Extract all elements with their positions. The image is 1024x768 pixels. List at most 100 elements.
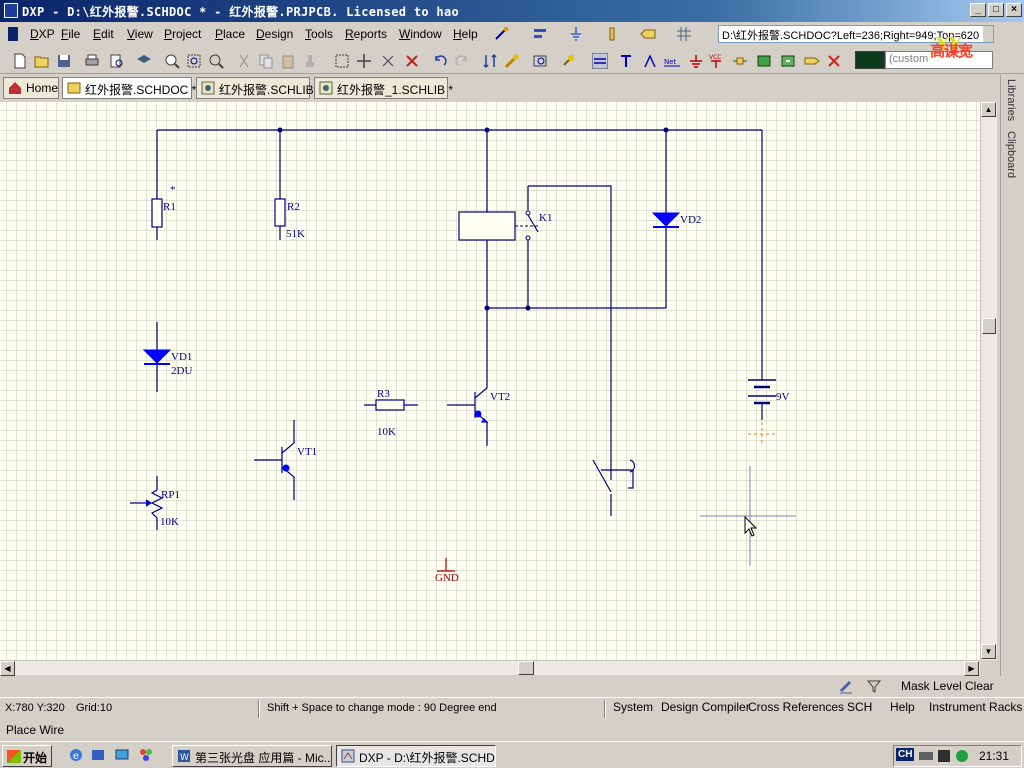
panel-button-help[interactable]: Help bbox=[890, 700, 915, 714]
k1-relay-coil[interactable] bbox=[458, 211, 540, 241]
hierarchy-icon[interactable] bbox=[482, 53, 498, 69]
vd1-designator[interactable]: VD1 bbox=[171, 351, 192, 363]
save-icon[interactable] bbox=[56, 53, 72, 69]
menu-project[interactable]: Project bbox=[164, 27, 202, 41]
layers-icon[interactable] bbox=[136, 53, 152, 69]
r2-designator[interactable]: R2 bbox=[287, 201, 300, 213]
mask-level-button[interactable]: Mask Level bbox=[901, 679, 962, 693]
menu-design[interactable]: Design bbox=[256, 27, 294, 41]
cut-icon[interactable] bbox=[236, 53, 252, 69]
taskbar-item-word[interactable]: W 第三张光盘 应用篇 - Mic... bbox=[172, 745, 332, 767]
battery-value[interactable]: 9V bbox=[776, 391, 790, 403]
clear-filter-icon[interactable] bbox=[404, 53, 420, 69]
k1-designator[interactable]: K1 bbox=[539, 212, 552, 224]
r3-value[interactable]: 10K bbox=[377, 426, 396, 438]
tab-schdoc[interactable]: 红外报警.SCHDOC * bbox=[62, 77, 196, 99]
place-bus-icon[interactable] bbox=[618, 53, 634, 69]
rp1-potentiometer[interactable] bbox=[130, 476, 164, 530]
horizontal-scrollbar[interactable]: ◀ ▶ bbox=[0, 660, 980, 676]
select-area-icon[interactable] bbox=[334, 53, 350, 69]
clear-button[interactable]: Clear bbox=[965, 679, 994, 693]
ie-browser-icon[interactable]: e bbox=[68, 747, 84, 763]
zoom-selected-icon[interactable] bbox=[208, 53, 224, 69]
rp1-designator[interactable]: RP1 bbox=[161, 489, 180, 501]
vt2-transistor[interactable] bbox=[447, 365, 489, 446]
paste-icon[interactable] bbox=[280, 53, 296, 69]
input-language-indicator[interactable]: CH bbox=[896, 748, 915, 761]
menu-tools[interactable]: Tools bbox=[305, 27, 334, 41]
gnd-label[interactable]: GND bbox=[435, 572, 459, 584]
browse-library-icon[interactable] bbox=[532, 53, 548, 69]
wiring-tools-icon[interactable] bbox=[494, 26, 510, 42]
place-no-erc-icon[interactable] bbox=[826, 53, 842, 69]
panel-button-sch[interactable]: SCH bbox=[847, 700, 873, 714]
r3-resistor[interactable] bbox=[364, 399, 418, 411]
place-wire-icon[interactable] bbox=[592, 53, 608, 69]
r2-resistor[interactable] bbox=[274, 198, 286, 240]
vt1-transistor[interactable] bbox=[254, 420, 295, 500]
maximize-button[interactable]: □ bbox=[988, 3, 1004, 17]
menu-reports[interactable]: Reports bbox=[345, 27, 388, 41]
tray-status-icon[interactable] bbox=[954, 748, 970, 764]
highlighter-icon[interactable] bbox=[838, 678, 854, 694]
menu-window[interactable]: Window bbox=[399, 27, 442, 41]
outlook-icon[interactable] bbox=[90, 747, 106, 763]
menu-view[interactable]: View bbox=[127, 27, 153, 41]
tray-keyboard-icon[interactable] bbox=[918, 748, 934, 764]
side-tab-clipboard[interactable]: Clipboard bbox=[1005, 131, 1017, 179]
place-bus-entry-icon[interactable] bbox=[642, 53, 658, 69]
filter-icon[interactable] bbox=[866, 678, 882, 694]
menu-place[interactable]: Place bbox=[215, 27, 246, 41]
zoom-fit-icon[interactable] bbox=[164, 53, 180, 69]
scroll-left-icon[interactable]: ◀ bbox=[0, 661, 15, 676]
place-part-icon[interactable] bbox=[732, 53, 748, 69]
vd2-diode[interactable] bbox=[651, 212, 681, 228]
component-icon[interactable] bbox=[604, 26, 620, 42]
scroll-right-icon[interactable]: ▶ bbox=[964, 661, 979, 676]
zoom-area-icon[interactable] bbox=[186, 53, 202, 69]
color-swatch[interactable] bbox=[855, 51, 885, 69]
start-button[interactable]: 开始 bbox=[2, 745, 52, 767]
battery-9v[interactable] bbox=[748, 379, 776, 420]
help-advisor-icon[interactable] bbox=[560, 53, 576, 69]
ports-icon[interactable] bbox=[640, 26, 656, 42]
vertical-scroll-thumb[interactable] bbox=[982, 318, 996, 334]
open-folder-icon[interactable] bbox=[34, 53, 50, 69]
k1-relay-contact[interactable] bbox=[525, 210, 539, 241]
menu-dxp[interactable]: DXP bbox=[30, 27, 55, 41]
gnd-power-port[interactable] bbox=[437, 558, 455, 572]
grid-icon[interactable] bbox=[676, 26, 692, 42]
vd1-photodiode[interactable] bbox=[142, 322, 172, 392]
place-sheet-entry-icon[interactable] bbox=[780, 53, 796, 69]
vd1-value[interactable]: 2DU bbox=[171, 365, 192, 377]
panel-button-system[interactable]: System bbox=[613, 700, 654, 714]
tray-network-icon[interactable] bbox=[936, 748, 952, 764]
align-tools-icon[interactable] bbox=[532, 26, 548, 42]
print-preview-icon[interactable] bbox=[108, 53, 124, 69]
quick-launch-app-icon[interactable] bbox=[138, 747, 154, 763]
place-ground-icon[interactable] bbox=[688, 53, 704, 69]
show-desktop-icon[interactable] bbox=[114, 747, 130, 763]
schematic-canvas[interactable]: R1 * R2 51K K1 VD2 VD1 2DU R3 10K VT2 VT… bbox=[0, 102, 980, 660]
tab-schlib[interactable]: 红外报警.SCHLIB bbox=[196, 77, 314, 99]
r1-designator[interactable]: R1 bbox=[163, 201, 176, 213]
print-icon[interactable] bbox=[84, 53, 100, 69]
r2-value[interactable]: 51K bbox=[286, 228, 305, 240]
menu-help[interactable]: Help bbox=[453, 27, 478, 41]
menu-edit[interactable]: Edit bbox=[93, 27, 114, 41]
panel-button-cross-references[interactable]: Cross References bbox=[748, 700, 845, 714]
horizontal-scroll-thumb[interactable] bbox=[518, 661, 534, 675]
scroll-down-icon[interactable]: ▼ bbox=[981, 644, 996, 659]
place-net-label-icon[interactable]: Net bbox=[664, 53, 680, 69]
redo-icon[interactable] bbox=[454, 53, 470, 69]
undo-icon[interactable] bbox=[432, 53, 448, 69]
vt2-designator[interactable]: VT2 bbox=[490, 391, 510, 403]
tab-schlib-1[interactable]: 红外报警_1.SCHLIB * bbox=[314, 77, 453, 99]
rp1-value[interactable]: 10K bbox=[160, 516, 179, 528]
vd2-designator[interactable]: VD2 bbox=[680, 214, 701, 226]
document-address-field[interactable]: D:\红外报警.SCHDOC?Left=236;Right=949;Top=62… bbox=[718, 25, 994, 43]
rubber-stamp-icon[interactable] bbox=[302, 53, 318, 69]
minimize-button[interactable]: _ bbox=[970, 3, 986, 17]
move-icon[interactable] bbox=[356, 53, 372, 69]
alarm-switch[interactable] bbox=[592, 459, 636, 516]
